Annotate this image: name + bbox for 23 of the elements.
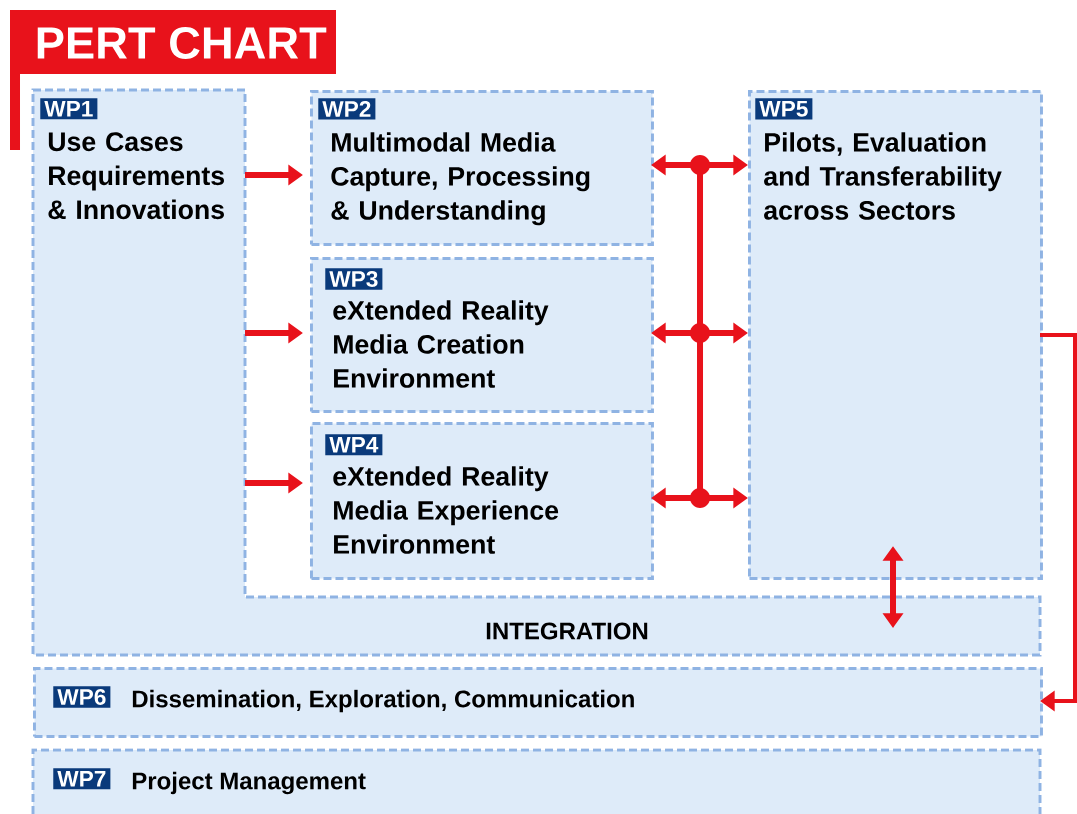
box-text: Multimodal Media Capture, Processing & Understanding — [331, 132, 590, 226]
badge-label: WP2 — [318, 98, 376, 120]
work-package-box — [748, 90, 1043, 580]
arrow — [1040, 333, 1077, 712]
badge-label: WP5 — [755, 98, 813, 120]
work-package-box — [31, 748, 1042, 814]
box-text: Project Management — [132, 771, 366, 795]
badge-label: WP7 — [53, 768, 111, 790]
box-text: eXtended Reality Media Experience Environment — [333, 466, 559, 554]
badge-label: WP4 — [325, 434, 383, 456]
badge-label: WP1 — [40, 98, 98, 120]
badge-label: WP6 — [53, 686, 111, 708]
badge-label: WP3 — [325, 268, 383, 290]
box-text: Pilots, Evaluation and Transferability across Sectors — [764, 132, 1002, 220]
work-package-box — [310, 90, 654, 246]
work-package-box — [31, 88, 1042, 657]
band-label: INTEGRATION — [486, 622, 648, 640]
box-text: eXtended Reality Media Creation Environment — [333, 300, 549, 388]
work-package-box — [310, 422, 654, 580]
box-text: Dissemination, Exploration, Communication — [132, 689, 634, 713]
work-package-box — [33, 667, 1043, 738]
work-package-box — [310, 257, 654, 413]
box-text: Use Cases Requirements & Innovations — [48, 132, 224, 220]
